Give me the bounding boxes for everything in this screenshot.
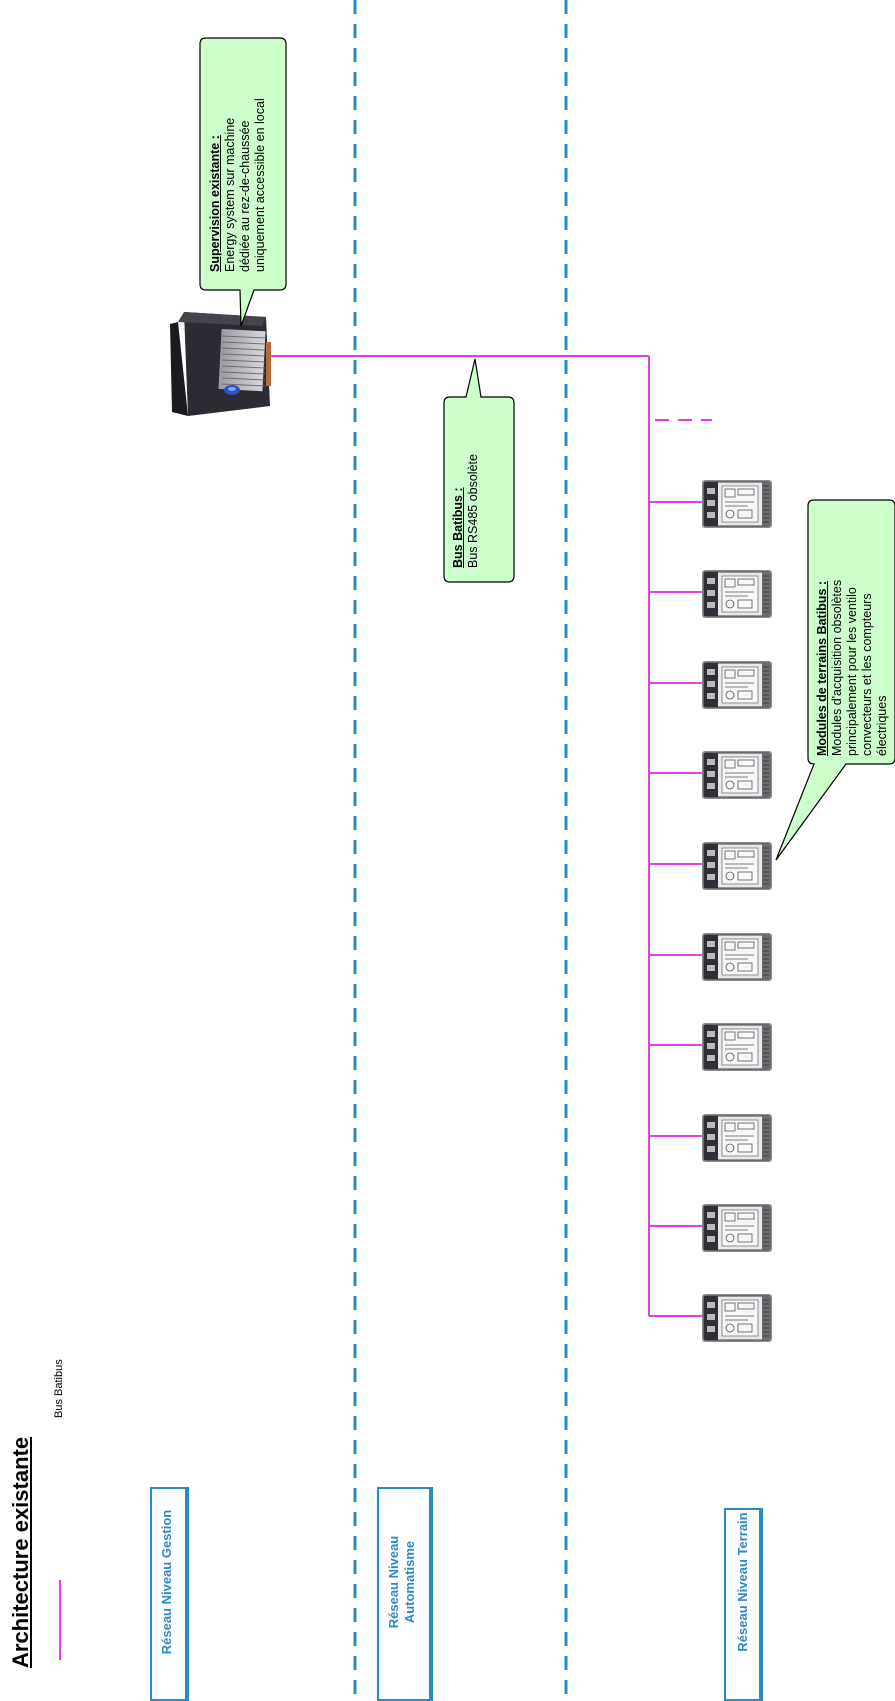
legend-line	[59, 1580, 61, 1660]
zone-box-automatisme	[377, 1487, 433, 1701]
callout-modules-text: Modules de terrains Batibus : Modules d'…	[815, 579, 889, 756]
batibus-module-icon	[700, 1200, 774, 1261]
batibus-module-icon	[700, 838, 774, 899]
batibus-module-icon	[700, 657, 774, 718]
batibus-module-icon	[700, 566, 774, 627]
batibus-module-icon	[700, 747, 774, 808]
batibus-module-icon	[700, 929, 774, 990]
batibus-module-icon	[700, 1019, 774, 1080]
zone-box-gestion	[150, 1487, 189, 1701]
batibus-module-icon	[700, 1110, 774, 1171]
batibus-module-icon	[700, 476, 774, 537]
server-tower-icon	[170, 312, 271, 416]
batibus-module-icon	[700, 1290, 774, 1351]
zone-box-terrain	[724, 1508, 763, 1701]
